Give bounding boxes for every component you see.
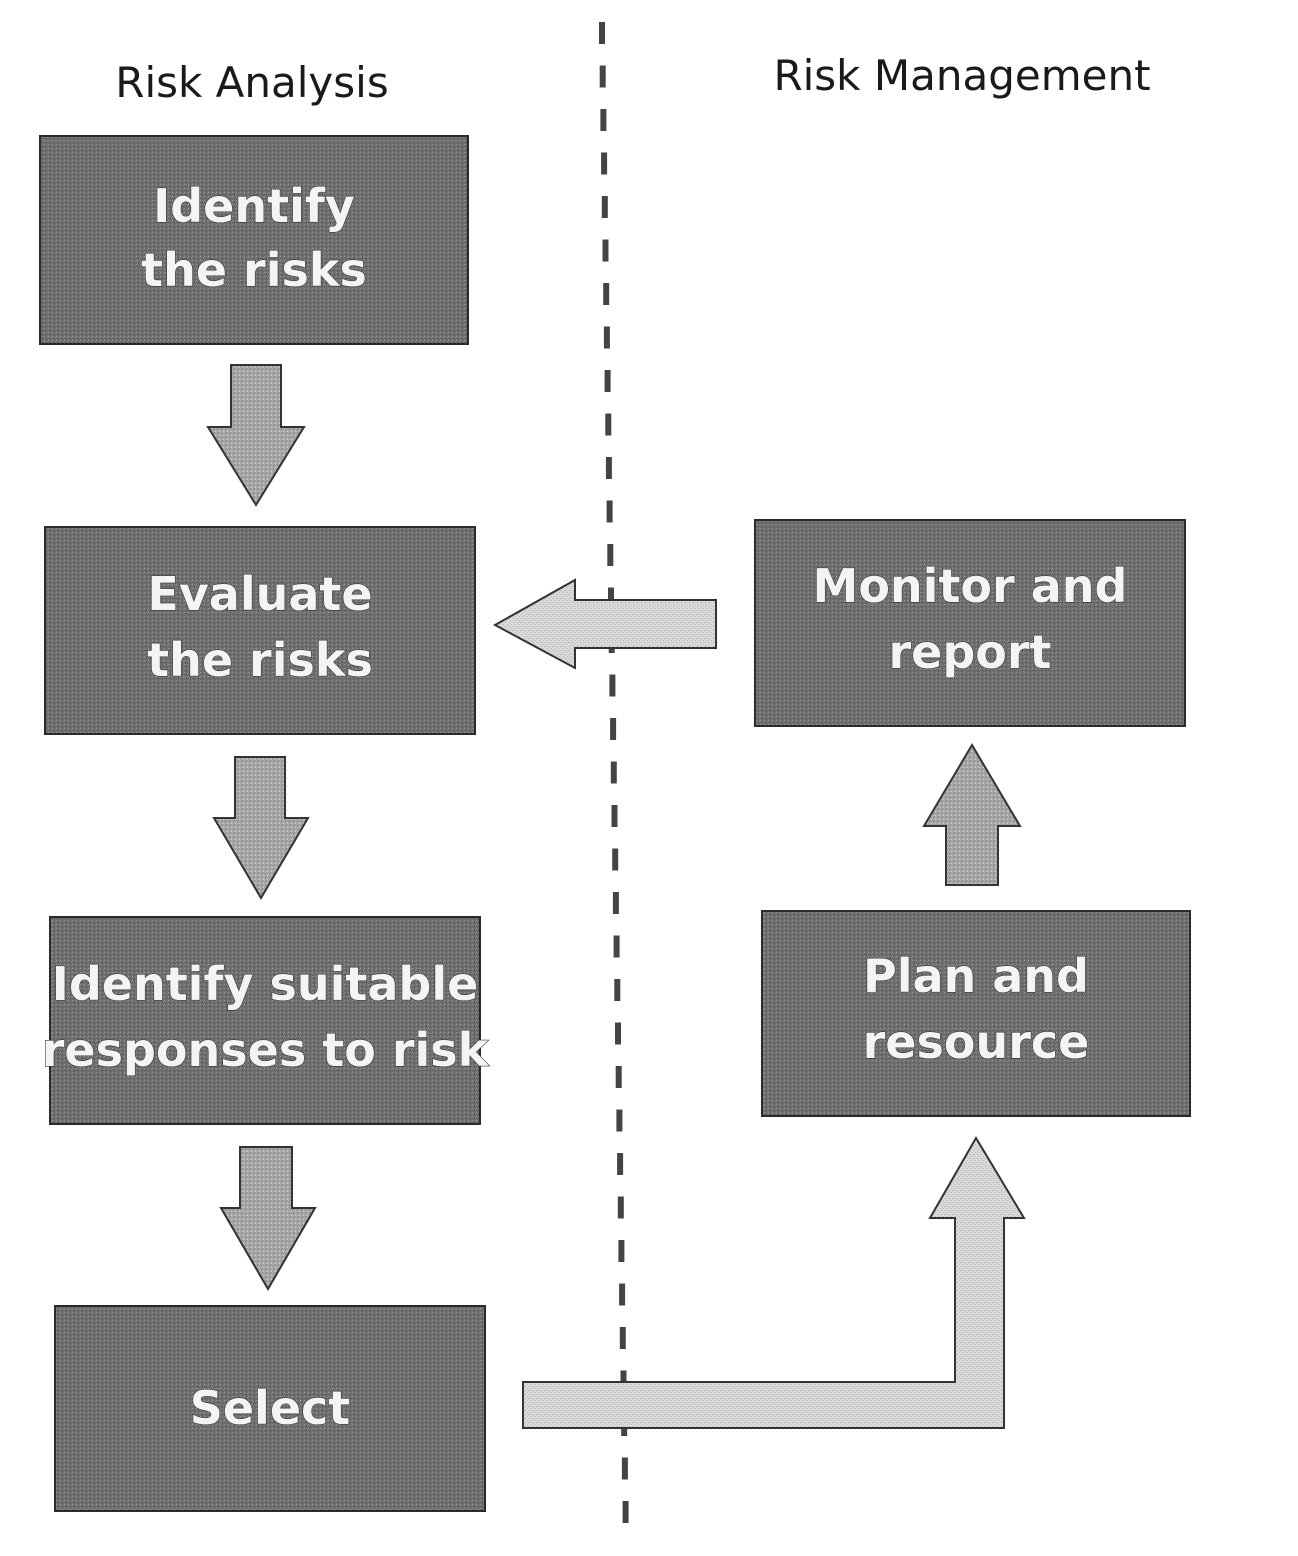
left-arrow-feedback <box>492 578 717 670</box>
divider-dash <box>621 1457 628 1480</box>
divider-dash <box>616 1109 623 1132</box>
divider-dash <box>615 1022 621 1045</box>
divider-dash <box>599 65 606 88</box>
divider-dash <box>607 544 614 566</box>
identify-risks-line-1: Identify <box>153 179 355 233</box>
divider-dash <box>606 500 613 523</box>
down-arrow-3 <box>219 1146 317 1291</box>
elbow-arrow-select-to-plan <box>522 1136 1026 1429</box>
divider-dash <box>619 1327 626 1349</box>
evaluate-risks-line-2: the risks <box>147 633 373 687</box>
plan-resource-box: Plan and resource <box>761 910 1191 1117</box>
divider-dash <box>605 413 612 436</box>
identify-responses-box: Identify suitable responses to risk <box>41 916 490 1125</box>
section-divider <box>599 22 629 1523</box>
select-line-1: Select <box>190 1381 351 1435</box>
identify-risks-line-2: the risks <box>141 243 367 297</box>
identify-risks-box: Identify the risks <box>39 135 469 345</box>
divider-dash <box>615 1066 622 1088</box>
divider-dash <box>619 1283 626 1306</box>
evaluate-risks-line-1: Evaluate <box>147 567 372 621</box>
divider-dash <box>610 718 617 740</box>
divider-dash <box>603 326 610 349</box>
divider-dash <box>610 761 617 784</box>
identify-responses-line-1: Identify suitable <box>52 957 479 1011</box>
divider-dash <box>613 935 620 958</box>
monitor-report-box: Monitor and report <box>754 519 1186 727</box>
up-arrow-plan-to-monitor <box>922 743 1022 886</box>
identify-responses-line-2: responses to risk <box>42 1023 490 1077</box>
down-arrow-2 <box>212 756 310 900</box>
divider-dash <box>609 674 616 697</box>
divider-dash <box>600 109 607 131</box>
divider-dash <box>611 805 618 827</box>
risk-management-heading: Risk Management <box>773 51 1150 100</box>
divider-dash <box>605 457 612 479</box>
divider-dash <box>618 1240 625 1262</box>
divider-dash <box>612 892 619 914</box>
divider-dash <box>602 239 609 262</box>
divider-dash <box>604 370 611 392</box>
risk-analysis-heading: Risk Analysis <box>115 58 388 107</box>
evaluate-risks-box: Evaluate the risks <box>44 526 476 735</box>
select-box: Select <box>54 1305 486 1512</box>
divider-dash <box>601 196 608 218</box>
divider-dash <box>617 1153 624 1175</box>
divider-dash <box>622 1501 629 1523</box>
plan-resource-line-2: resource <box>863 1015 1090 1069</box>
plan-resource-line-1: Plan and <box>863 949 1089 1003</box>
monitor-report-line-2: report <box>888 625 1051 679</box>
divider-dash <box>614 979 621 1001</box>
down-arrow-1 <box>206 364 306 507</box>
divider-dash <box>599 22 605 44</box>
divider-dash <box>601 152 608 175</box>
divider-dash <box>608 587 614 610</box>
monitor-report-line-1: Monitor and <box>813 559 1128 613</box>
divider-dash <box>617 1196 624 1219</box>
divider-dash <box>612 848 619 871</box>
divider-dash <box>603 283 610 305</box>
